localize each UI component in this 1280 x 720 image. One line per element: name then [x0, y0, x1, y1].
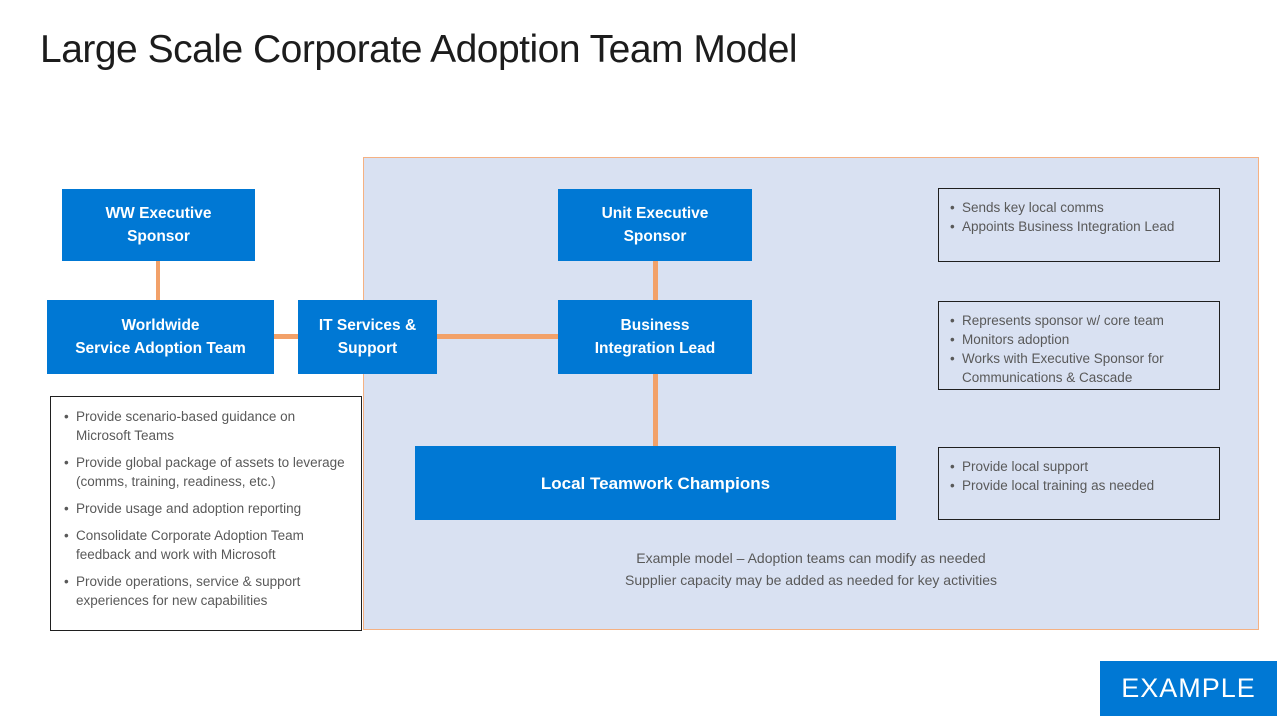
local-champions-notes-box: Provide local support Provide local trai… [938, 447, 1220, 520]
panel-caption-line2: Supplier capacity may be added as needed… [625, 572, 997, 588]
node-business-integration-lead: Business Integration Lead [558, 300, 752, 374]
node-ww-executive-sponsor: WW Executive Sponsor [62, 189, 255, 261]
node-label-line: Integration Lead [594, 340, 716, 357]
node-label-line: Local Teamwork Champions [540, 473, 771, 493]
connector-worldwide-team-to-it-services [274, 334, 298, 339]
node-worldwide-service-adoption-team: Worldwide Service Adoption Team [47, 300, 274, 374]
notes-list: Provide local support Provide local trai… [939, 448, 1219, 503]
note-item: Provide local support [949, 457, 1211, 476]
worldwide-team-notes-box: Provide scenario-based guidance on Micro… [50, 396, 362, 631]
node-label-line: Unit Executive [601, 205, 709, 222]
note-item: Provide global package of assets to leve… [63, 453, 353, 491]
note-item: Sends key local comms [949, 198, 1211, 217]
note-item: Monitors adoption [949, 330, 1211, 349]
note-item: Works with Executive Sponsor for Communi… [949, 349, 1211, 387]
note-item: Provide scenario-based guidance on Micro… [63, 407, 353, 445]
note-item: Provide usage and adoption reporting [63, 499, 353, 518]
node-unit-executive-sponsor: Unit Executive Sponsor [558, 189, 752, 261]
business-lead-notes-box: Represents sponsor w/ core team Monitors… [938, 301, 1220, 390]
node-local-teamwork-champions: Local Teamwork Champions [415, 446, 896, 520]
node-label-line: Service Adoption Team [75, 340, 246, 357]
unit-sponsor-notes-box: Sends key local comms Appoints Business … [938, 188, 1220, 262]
connector-ww-sponsor-to-worldwide-team [156, 261, 160, 300]
note-item: Consolidate Corporate Adoption Team feed… [63, 526, 353, 564]
panel-caption-line1: Example model – Adoption teams can modif… [636, 550, 986, 566]
node-label-line: Sponsor [127, 228, 190, 245]
note-item: Appoints Business Integration Lead [949, 217, 1211, 236]
node-label-line: WW Executive [105, 205, 212, 222]
note-item: Represents sponsor w/ core team [949, 311, 1211, 330]
connector-integration-lead-to-champions [653, 374, 658, 446]
example-badge: EXAMPLE [1100, 661, 1277, 716]
node-label-line: Support [337, 340, 398, 357]
note-item: Provide local training as needed [949, 476, 1211, 495]
note-item: Provide operations, service & support ex… [63, 572, 353, 610]
node-label-line: IT Services & [318, 317, 417, 334]
notes-list: Represents sponsor w/ core team Monitors… [939, 302, 1219, 395]
notes-list: Provide scenario-based guidance on Micro… [51, 397, 361, 626]
node-label-line: Sponsor [623, 228, 687, 245]
slide-title: Large Scale Corporate Adoption Team Mode… [40, 28, 798, 71]
notes-list: Sends key local comms Appoints Business … [939, 189, 1219, 244]
node-label-line: Worldwide [121, 317, 200, 334]
connector-it-services-to-integration-lead [437, 334, 558, 339]
connector-unit-sponsor-to-integration-lead [653, 261, 658, 300]
node-it-services-support: IT Services & Support [298, 300, 437, 374]
node-label-line: Business [620, 317, 690, 334]
